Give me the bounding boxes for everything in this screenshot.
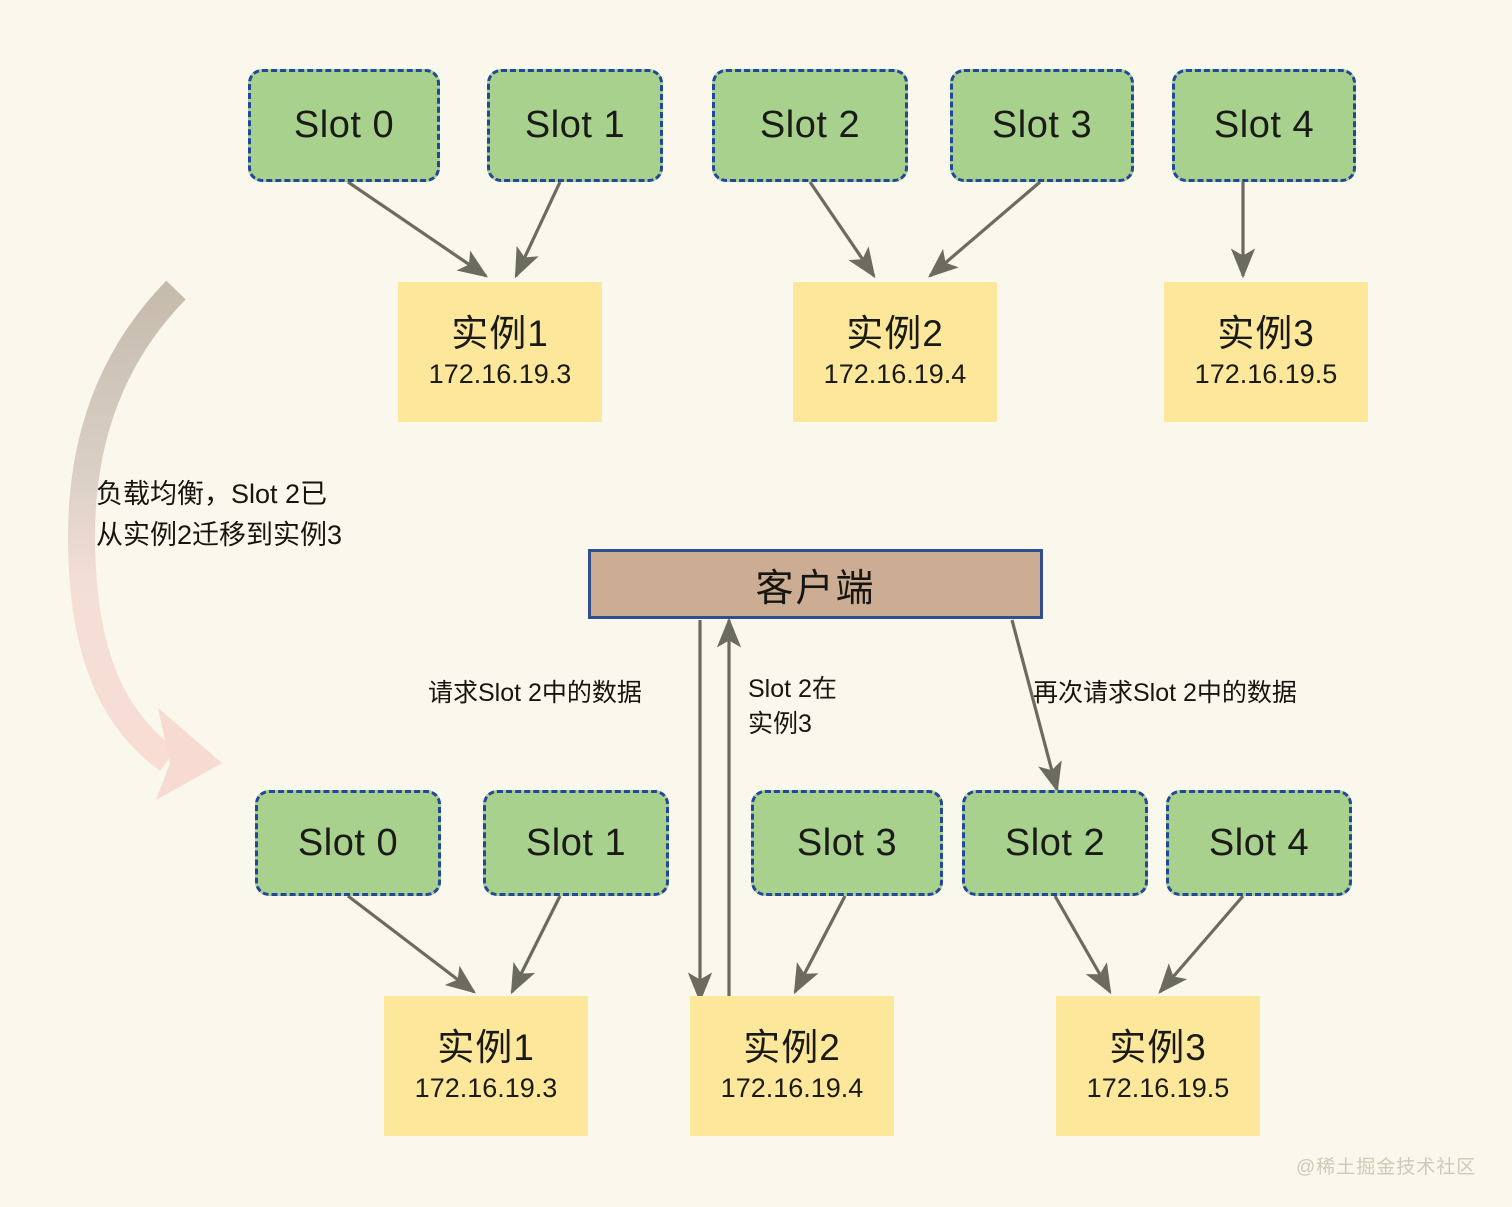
slot-label: Slot 1 [525, 821, 627, 864]
edge-slot1-inst1 [514, 181, 562, 279]
edge-label-request-slot2: 请求Slot 2中的数据 [428, 679, 642, 707]
edge-b-slot1-inst1 [510, 895, 562, 995]
instance-ip: 172.16.19.4 [823, 359, 967, 390]
slot-box-bottom-1[interactable]: Slot 1 [483, 790, 669, 896]
instance-name: 实例3 [1109, 1027, 1207, 1069]
slot-label: Slot 0 [293, 104, 395, 146]
instance-name: 实例2 [743, 1027, 841, 1069]
slot-label: Slot 2 [1004, 821, 1106, 864]
slot-box-bottom-0[interactable]: Slot 0 [255, 790, 441, 896]
slot-box-bottom-2[interactable]: Slot 2 [962, 790, 1148, 896]
instance-box-bottom-2[interactable]: 实例2 172.16.19.4 [690, 996, 894, 1136]
instance-box-top-1[interactable]: 实例1 172.16.19.3 [398, 282, 602, 422]
edge-label-slot2-location: Slot 2在 实例3 [748, 675, 837, 738]
edge-label-request-again: 再次请求Slot 2中的数据 [1033, 679, 1297, 707]
slot-label: Slot 0 [297, 821, 399, 864]
slot-box-top-3[interactable]: Slot 3 [950, 69, 1134, 182]
client-label: 客户端 [755, 567, 876, 610]
slot-label: Slot 3 [991, 104, 1093, 146]
instance-ip: 172.16.19.3 [414, 1073, 558, 1104]
instance-name: 实例1 [437, 1027, 535, 1069]
watermark: @稀土掘金技术社区 [1296, 1157, 1477, 1178]
instance-name: 实例1 [451, 313, 549, 355]
instance-box-top-2[interactable]: 实例2 172.16.19.4 [793, 282, 997, 422]
instance-ip: 172.16.19.4 [720, 1073, 864, 1104]
slot-box-top-4[interactable]: Slot 4 [1172, 69, 1356, 182]
edge-b-slot0-inst1 [347, 894, 477, 994]
slot-box-top-2[interactable]: Slot 2 [712, 69, 908, 182]
slot-box-top-1[interactable]: Slot 1 [487, 69, 663, 182]
bottom-edges [347, 894, 1245, 995]
slot-box-top-0[interactable]: Slot 0 [248, 69, 440, 182]
instance-box-top-3[interactable]: 实例3 172.16.19.5 [1164, 282, 1368, 422]
instance-ip: 172.16.19.5 [1086, 1073, 1230, 1104]
instance-ip: 172.16.19.3 [428, 359, 572, 390]
slot-label: Slot 1 [524, 104, 626, 146]
instance-name: 实例2 [846, 313, 944, 355]
slot-box-bottom-3[interactable]: Slot 3 [751, 790, 943, 896]
top-edges [347, 180, 1256, 279]
instance-box-bottom-1[interactable]: 实例1 172.16.19.3 [384, 996, 588, 1136]
slot-label: Slot 3 [796, 821, 898, 864]
edge-b-slot4-inst3 [1158, 894, 1245, 994]
slot-box-bottom-4[interactable]: Slot 4 [1166, 790, 1352, 896]
edge-b-slot2-inst3 [1053, 895, 1112, 995]
edge-slot0-inst1 [347, 180, 489, 278]
slot-label: Slot 4 [1208, 821, 1310, 864]
slot-label: Slot 2 [759, 104, 861, 146]
edge-slot3-inst2 [928, 180, 1042, 278]
migration-note: 负载均衡，Slot 2已 从实例2迁移到实例3 [96, 479, 343, 550]
edge-slot2-inst2 [808, 181, 876, 279]
instance-ip: 172.16.19.5 [1194, 359, 1338, 390]
edge-b-slot3-inst2 [793, 895, 847, 995]
client-box[interactable]: 客户端 [588, 549, 1043, 619]
instance-name: 实例3 [1217, 313, 1315, 355]
instance-box-bottom-3[interactable]: 实例3 172.16.19.5 [1056, 996, 1260, 1136]
slot-label: Slot 4 [1213, 104, 1315, 146]
